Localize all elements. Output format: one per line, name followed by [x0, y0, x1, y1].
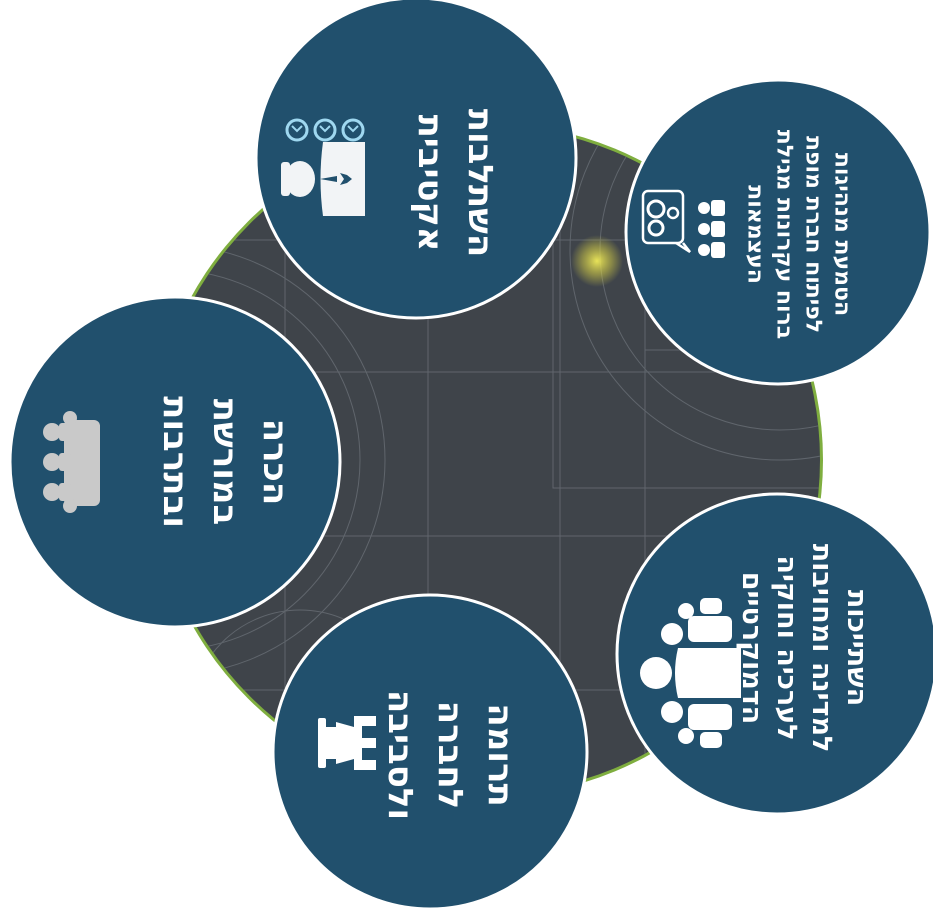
active-participation-line-2: אקטיבית — [410, 114, 450, 252]
label-heritage: הכרה במורשת ובתרבות — [150, 362, 300, 562]
belonging-line-2: למדינה ומחויבות — [806, 543, 837, 753]
contribution-line-1: תרומה — [480, 703, 520, 807]
leadership-line-1: הטמעת מנהיגות — [830, 152, 855, 317]
heritage-line-2: במורשת — [205, 398, 245, 526]
bubble-leadership — [624, 78, 932, 386]
label-belonging: השתייכות למדינה ומחויבות לערכיה וחוקיה ה… — [730, 528, 878, 768]
leadership-line-4: העצמאות — [743, 185, 768, 284]
label-contribution: תרומה לחברה ולסביבה — [375, 670, 525, 840]
belonging-line-3: לערכיה וחוקיה — [771, 555, 802, 741]
bubble-active-participation — [254, 0, 578, 320]
label-active-participation: השתלבות אקטיבית — [400, 73, 510, 293]
group-of-people-icon — [640, 598, 741, 748]
leadership-line-2: לפיתוח חברת מופת — [801, 135, 826, 334]
bubble-heritage — [8, 295, 342, 629]
contribution-line-3: ולסביבה — [380, 689, 420, 821]
active-participation-line-1: השתלבות — [460, 108, 500, 258]
contribution-line-2: לחברה — [430, 700, 470, 810]
heritage-line-1: הכרה — [255, 418, 295, 506]
team-with-gears-icon — [641, 189, 725, 258]
bubble-belonging — [615, 492, 933, 816]
belonging-line-4: הדמוקרטיים — [736, 571, 767, 725]
person-with-badges-icon — [281, 118, 365, 216]
bubble-contribution — [271, 593, 589, 911]
rook-icon — [318, 716, 376, 770]
belonging-line-1: השתייכות — [841, 589, 872, 707]
leadership-line-3: ברוח עקרונות מגילת — [772, 129, 797, 340]
label-leadership: הטמעת מנהיגות לפיתוח חברת מופת ברוח עקרו… — [737, 110, 862, 360]
hub-glow — [571, 235, 623, 287]
crowd-icon — [43, 411, 100, 513]
heritage-line-3: ובתרבות — [155, 396, 195, 528]
